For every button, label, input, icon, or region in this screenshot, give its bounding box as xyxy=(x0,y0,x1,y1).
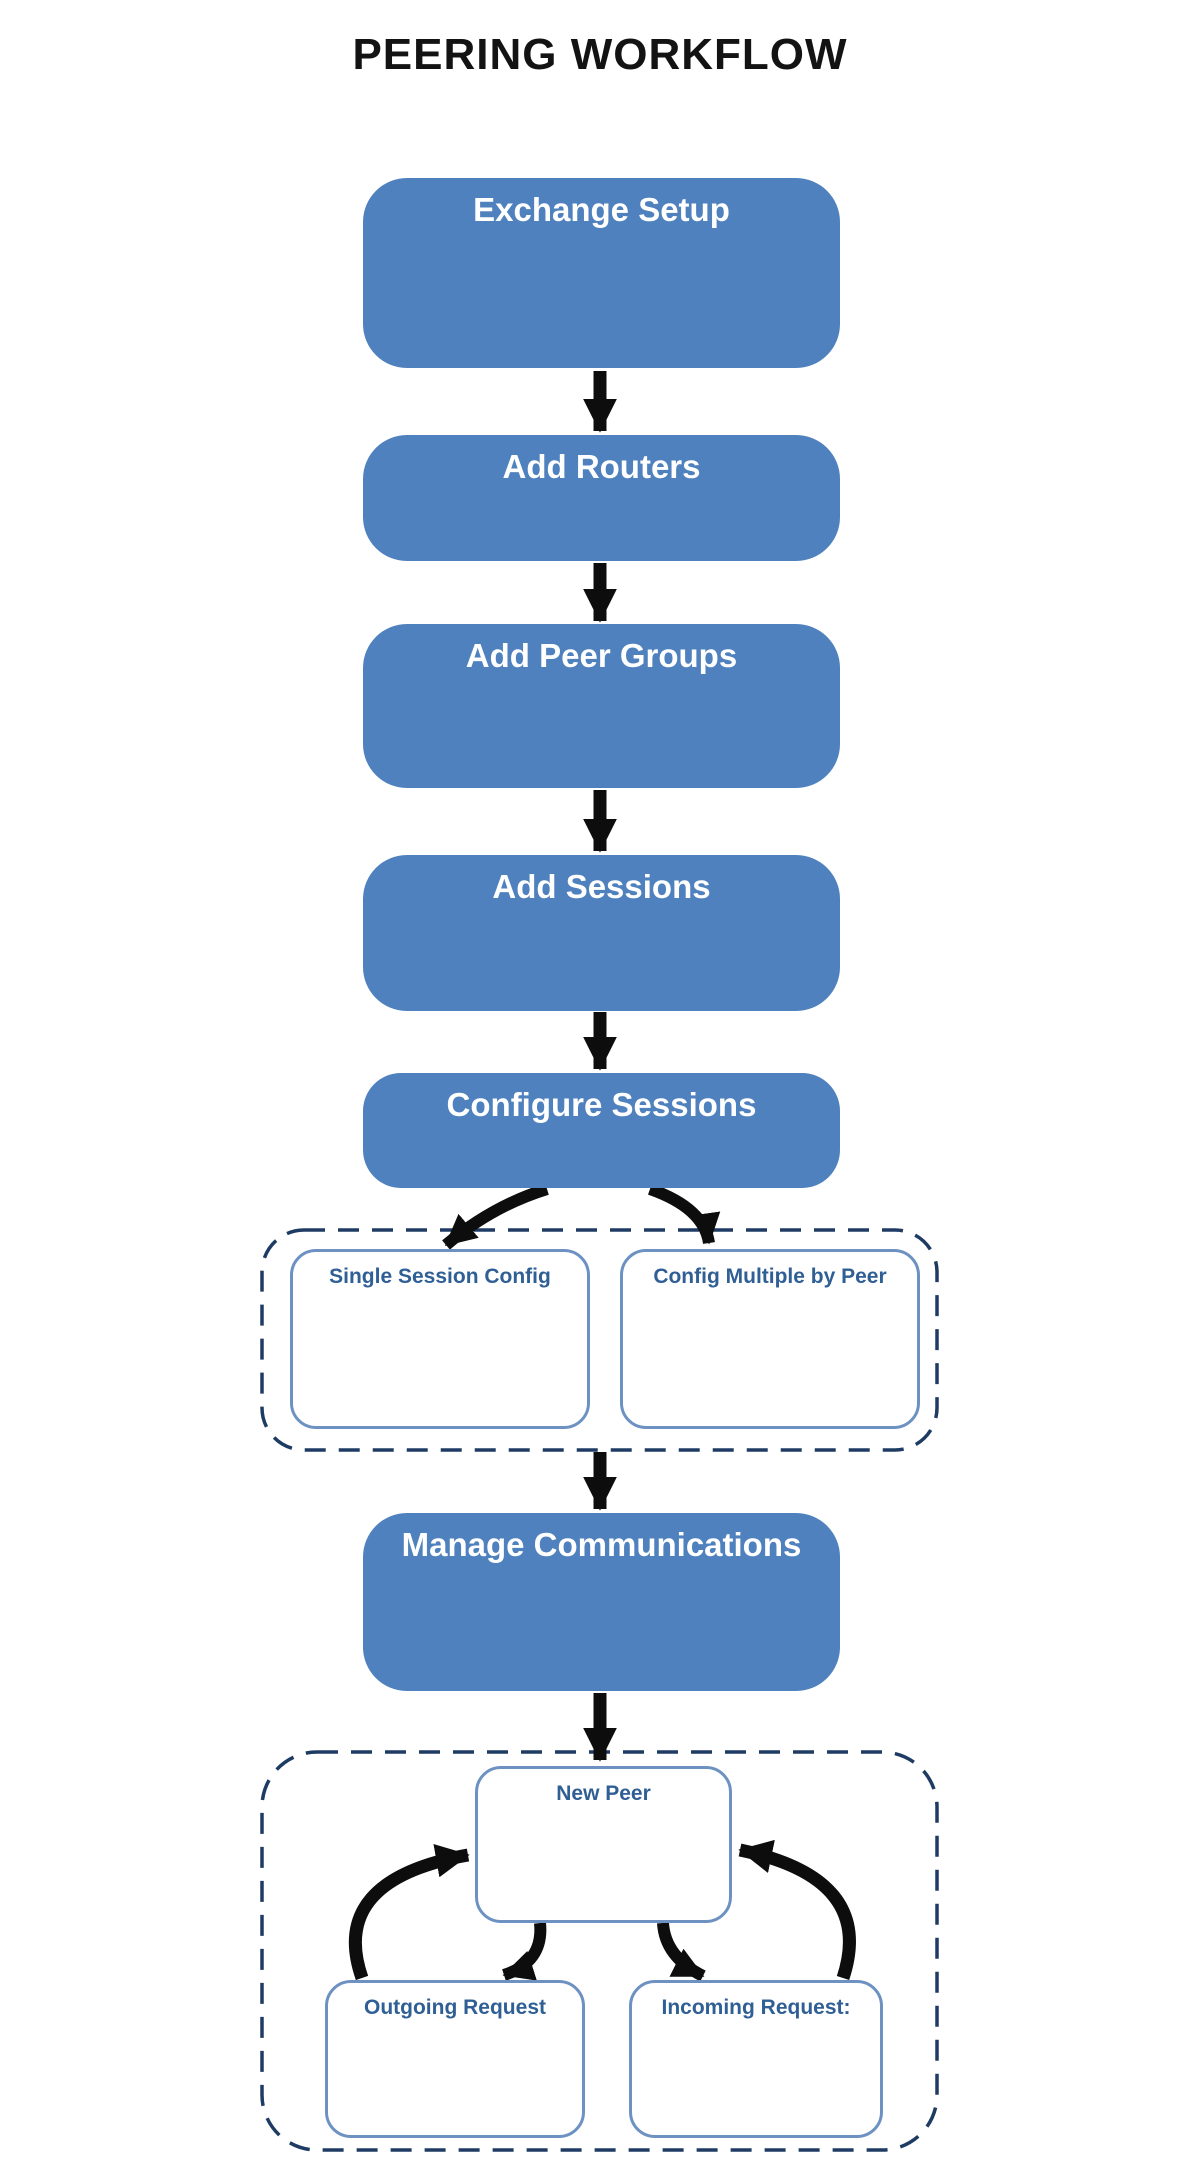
diagram-title: PEERING WORKFLOW xyxy=(352,30,848,79)
arrow-configure-to-multiple xyxy=(647,1183,721,1245)
arrow-newpeer-to-outgoing xyxy=(501,1922,547,1981)
node-add-routers: Add Routers xyxy=(363,435,840,561)
node-configure-sessions: Configure Sessions xyxy=(363,1073,840,1188)
node-title: Configure Sessions xyxy=(446,1086,757,1123)
node-new-peer: New Peer xyxy=(475,1766,732,1923)
arrow-incoming-to-newpeer xyxy=(738,1839,856,1981)
node-title: Add Routers xyxy=(502,448,701,485)
node-config-multiple-by-peer: Config Multiple by Peer xyxy=(620,1249,920,1429)
node-title: Exchange Setup xyxy=(473,191,730,228)
node-title: New Peer xyxy=(556,1782,651,1805)
node-exchange-setup: Exchange Setup xyxy=(363,178,840,368)
node-title: Outgoing Request xyxy=(364,1996,546,2019)
node-title: Add Sessions xyxy=(492,868,711,905)
node-add-peer-groups: Add Peer Groups xyxy=(363,624,840,788)
node-outgoing-request: Outgoing Request xyxy=(325,1980,585,2138)
arrow-outgoing-to-newpeer xyxy=(348,1844,470,1981)
node-title: Manage Communications xyxy=(401,1526,802,1563)
arrow-configure-to-single xyxy=(442,1183,549,1250)
node-title: Config Multiple by Peer xyxy=(653,1265,887,1288)
node-title: Single Session Config xyxy=(329,1265,551,1288)
node-single-session-config: Single Session Config xyxy=(290,1249,590,1429)
node-title: Incoming Request: xyxy=(661,1996,851,2019)
node-manage-communications: Manage Communications xyxy=(363,1513,840,1691)
arrow-newpeer-to-incoming xyxy=(657,1922,706,1982)
node-title: Add Peer Groups xyxy=(465,637,738,674)
node-add-sessions: Add Sessions xyxy=(363,855,840,1011)
node-incoming-request: Incoming Request: xyxy=(629,1980,883,2138)
